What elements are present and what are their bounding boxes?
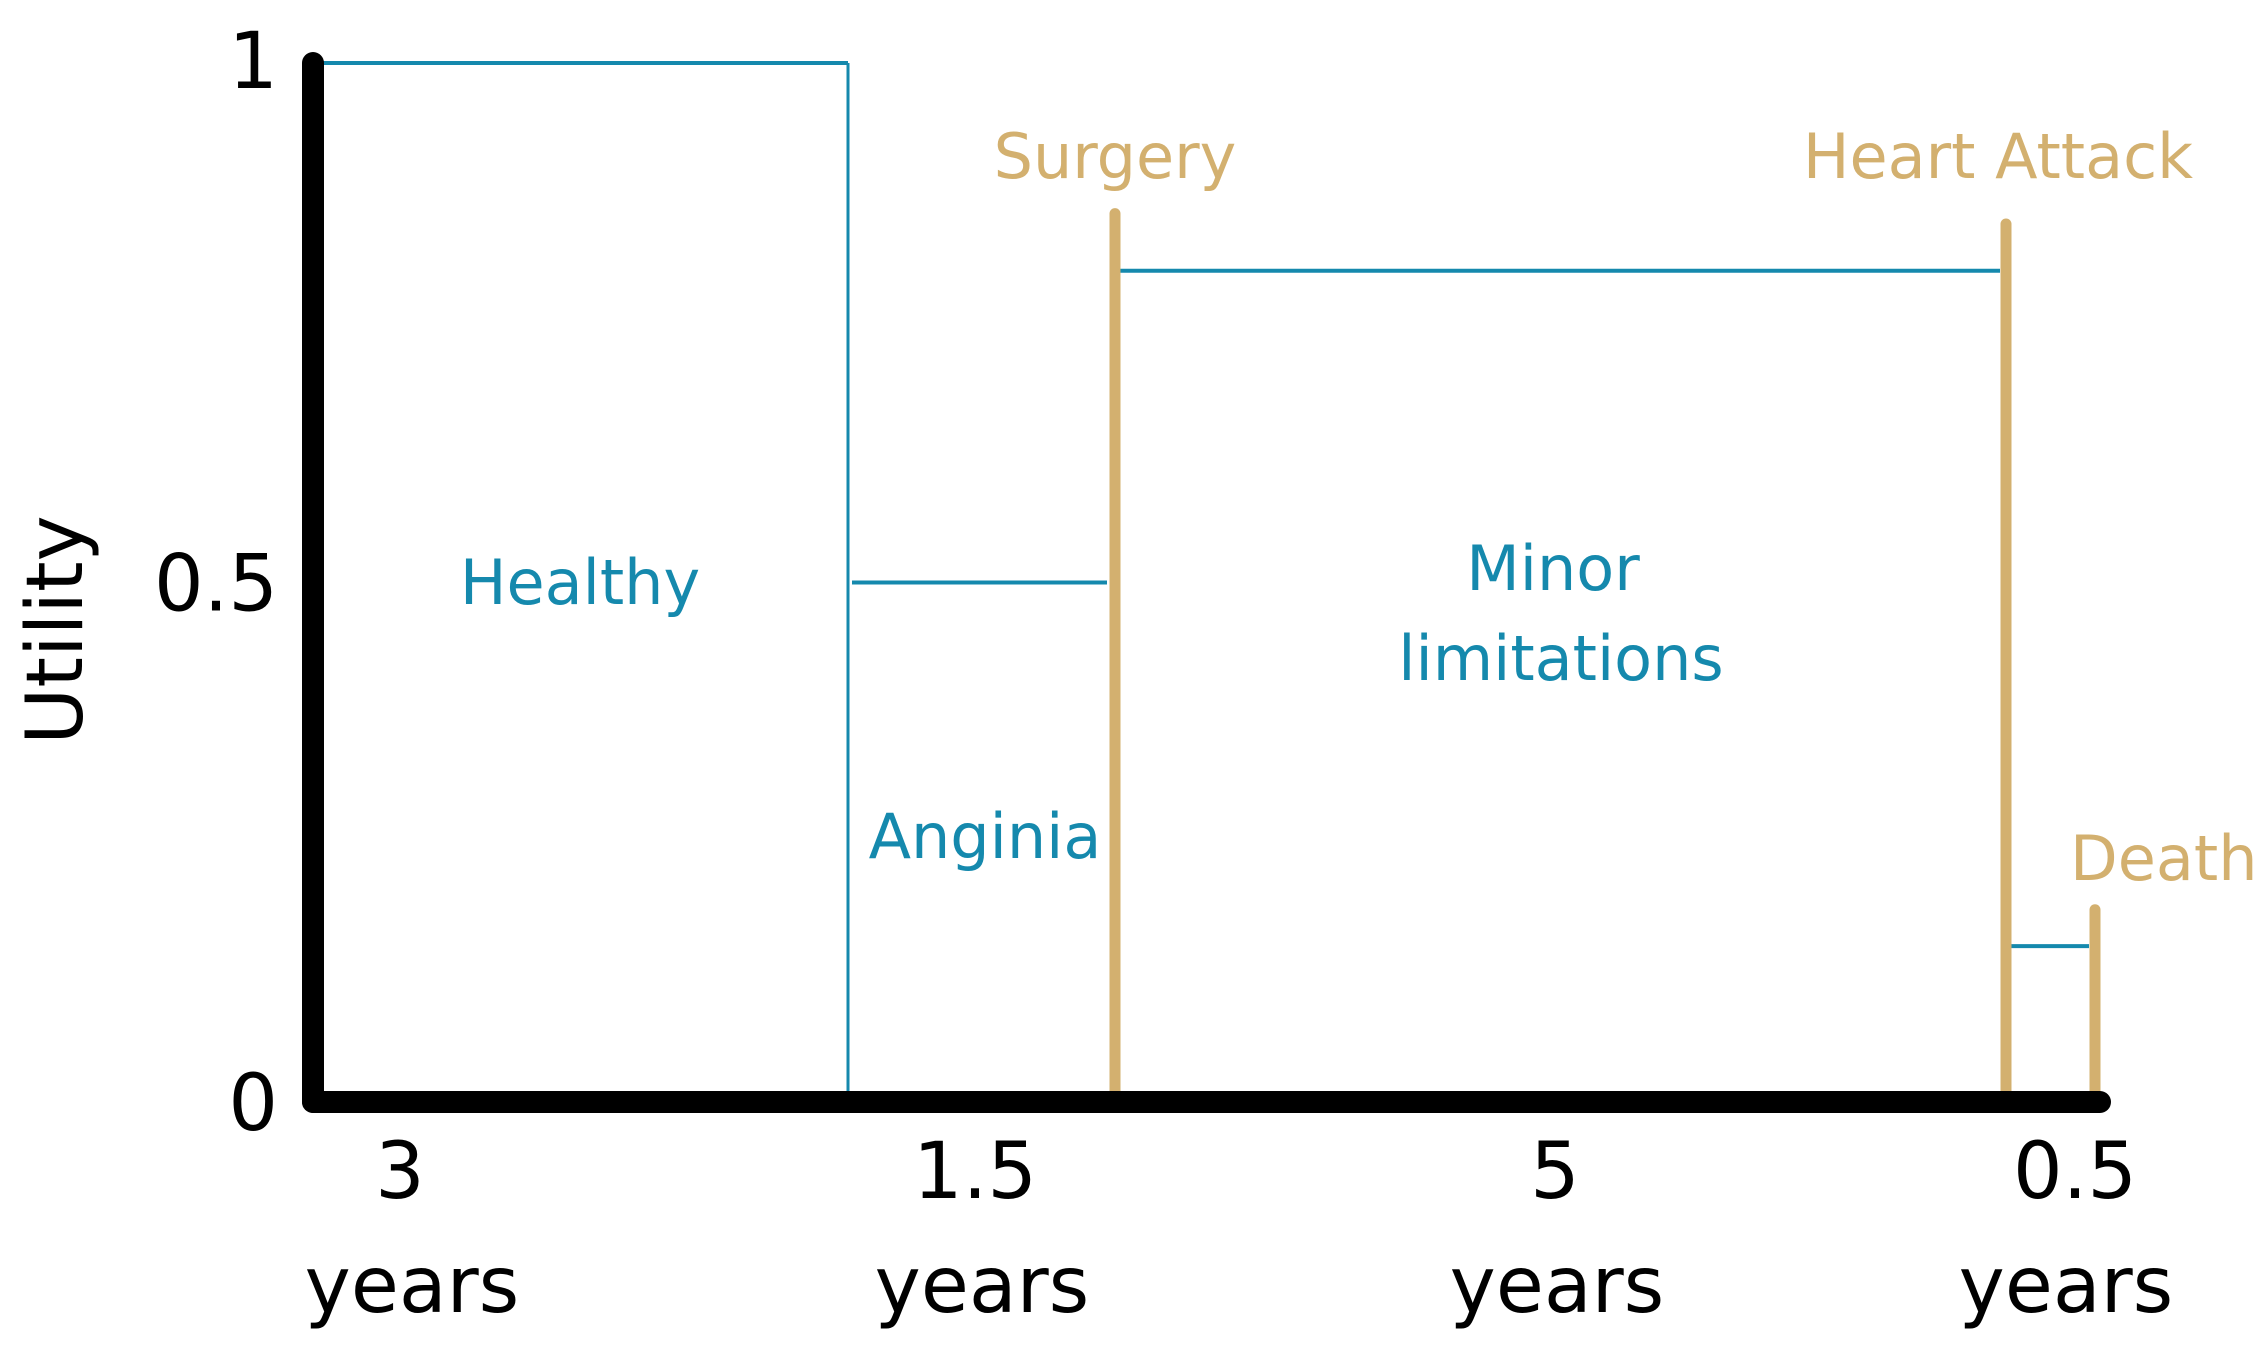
y-tick-label: 0 bbox=[228, 1059, 278, 1149]
x-tick-unit: years bbox=[1450, 1241, 1665, 1331]
state-label-minor-limitations: Minor bbox=[1466, 532, 1640, 605]
x-tick-value: 3 bbox=[375, 1127, 425, 1217]
y-axis-label: Utility bbox=[11, 515, 101, 744]
state-label-minor-limitations: limitations bbox=[1398, 622, 1723, 695]
x-tick-value: 1.5 bbox=[913, 1127, 1037, 1217]
event-label-heart-attack: Heart Attack bbox=[1803, 120, 2193, 193]
y-tick-label: 1 bbox=[228, 17, 278, 107]
x-tick-unit: years bbox=[305, 1241, 520, 1331]
state-label-anginia: Anginia bbox=[869, 800, 1102, 873]
state-label-healthy: Healthy bbox=[460, 546, 700, 619]
y-tick-label: 0.5 bbox=[154, 540, 278, 630]
x-tick-value: 0.5 bbox=[2013, 1127, 2137, 1217]
x-tick-value: 5 bbox=[1530, 1127, 1580, 1217]
x-tick-unit: years bbox=[875, 1241, 1090, 1331]
chart-marks bbox=[313, 61, 2101, 1102]
event-label-death: Death bbox=[2070, 822, 2257, 895]
event-label-surgery: Surgery bbox=[994, 120, 1237, 193]
x-tick-unit: years bbox=[1959, 1241, 2174, 1331]
